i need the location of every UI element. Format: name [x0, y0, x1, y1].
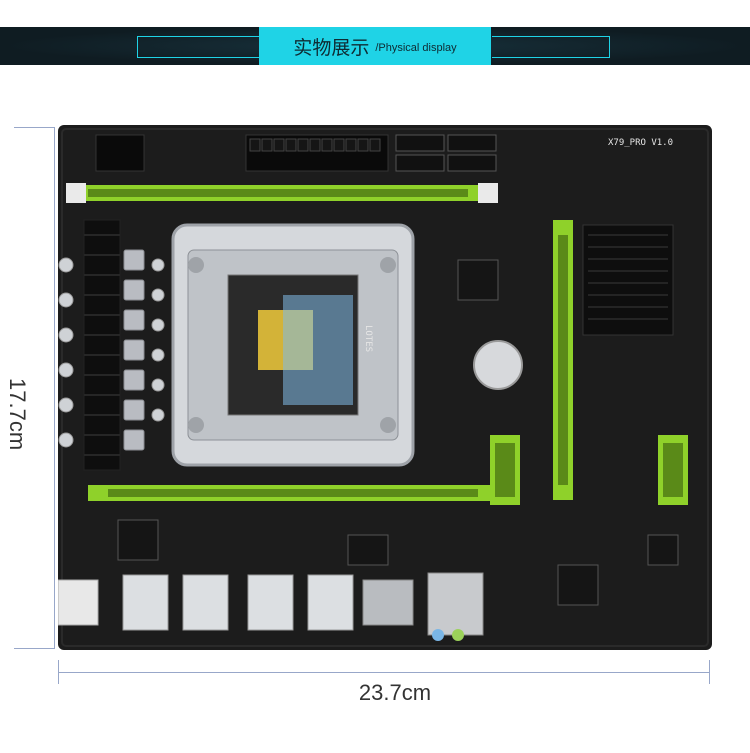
chip: [557, 564, 599, 606]
socket-cover-label: [283, 295, 353, 405]
chipset-heatsink: [582, 224, 674, 336]
width-dimension-label: 23.7cm: [358, 680, 432, 705]
banner-frame-left: [137, 36, 260, 58]
usb-port: [247, 574, 294, 631]
vrm-heatsink: [83, 219, 121, 471]
width-tick-right: [709, 660, 710, 684]
width-dimension-line: [58, 672, 710, 673]
width-tick-left: [58, 660, 59, 684]
usb-port: [307, 574, 354, 631]
banner-frame-right: [492, 36, 610, 58]
sata-port: [395, 134, 445, 152]
banner-title-en: /Physical display: [375, 42, 457, 54]
cpu-power-connector: [95, 134, 145, 172]
sata-port: [395, 154, 445, 172]
chip: [117, 519, 159, 561]
io-shield-ps2: [58, 579, 99, 626]
height-tick-bottom: [14, 648, 54, 649]
height-dimension-label: 17.7cm: [5, 378, 30, 451]
audio-port: [427, 572, 484, 636]
chip: [647, 534, 679, 566]
banner-title-cn: 实物展示: [293, 37, 370, 59]
height-dimension-line: [54, 127, 55, 649]
socket-brand-label: LOTES: [363, 325, 373, 352]
motherboard-image: X79_PRO V1.0 LOTES: [58, 125, 712, 650]
usb-port: [182, 574, 229, 631]
ethernet-port: [362, 579, 414, 626]
banner-title-box: 实物展示 /Physical display: [259, 27, 491, 65]
sata-port: [447, 154, 497, 172]
cmos-battery: [473, 340, 523, 390]
sata-port: [447, 134, 497, 152]
usb-port: [122, 574, 169, 631]
chip: [347, 534, 389, 566]
height-tick-top: [14, 127, 54, 128]
board-model-label: X79_PRO V1.0: [608, 138, 673, 148]
